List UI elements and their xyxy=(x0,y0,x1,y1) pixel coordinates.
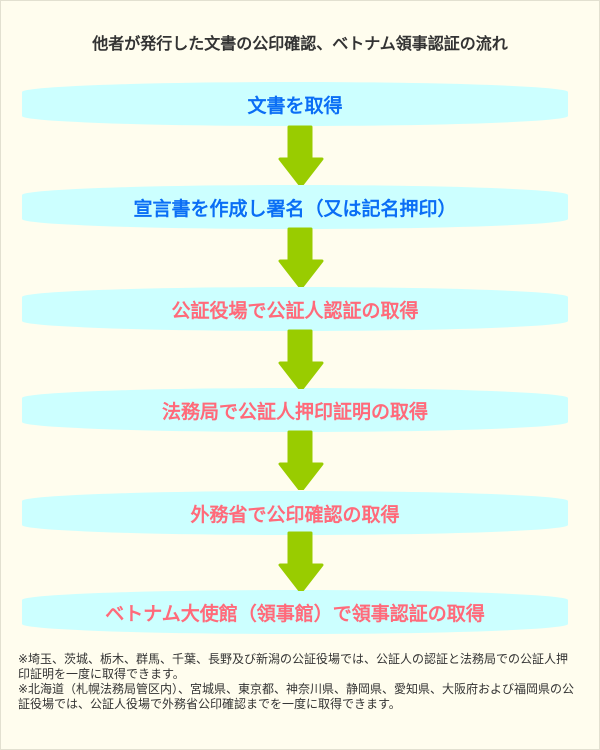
step-create-declaration: 宣言書を作成し署名（又は記名押印） xyxy=(22,185,568,229)
step-obtain-document: 文書を取得 xyxy=(22,82,568,126)
down-arrow-icon xyxy=(278,329,324,389)
down-arrow-icon xyxy=(278,125,324,185)
footnote: ※埼玉、茨城、栃木、群馬、千葉、長野及び新潟の公証役場では、公証人の認証と法務局… xyxy=(18,652,569,681)
step-vietnam-embassy: ベトナム大使館（領事館）で領事認証の取得 xyxy=(22,590,568,634)
diagram-title: 他者が発行した文書の公印確認、ベトナム領事認証の流れ xyxy=(92,34,508,53)
down-arrow-icon xyxy=(278,227,324,287)
down-arrow-icon xyxy=(278,430,324,490)
footnote: ※北海道（札幌法務局管区内）、宮城県、東京都、神奈川県、静岡県、愛知県、大阪府お… xyxy=(18,682,575,711)
step-mofa-apostille: 外務省で公印確認の取得 xyxy=(22,491,568,535)
footnotes: ※埼玉、茨城、栃木、群馬、千葉、長野及び新潟の公証役場では、公証人の認証と法務局… xyxy=(18,652,578,712)
step-legal-affairs-bureau: 法務局で公証人押印証明の取得 xyxy=(22,388,568,432)
step-notary-certification: 公証役場で公証人認証の取得 xyxy=(22,287,568,331)
down-arrow-icon xyxy=(278,531,324,591)
